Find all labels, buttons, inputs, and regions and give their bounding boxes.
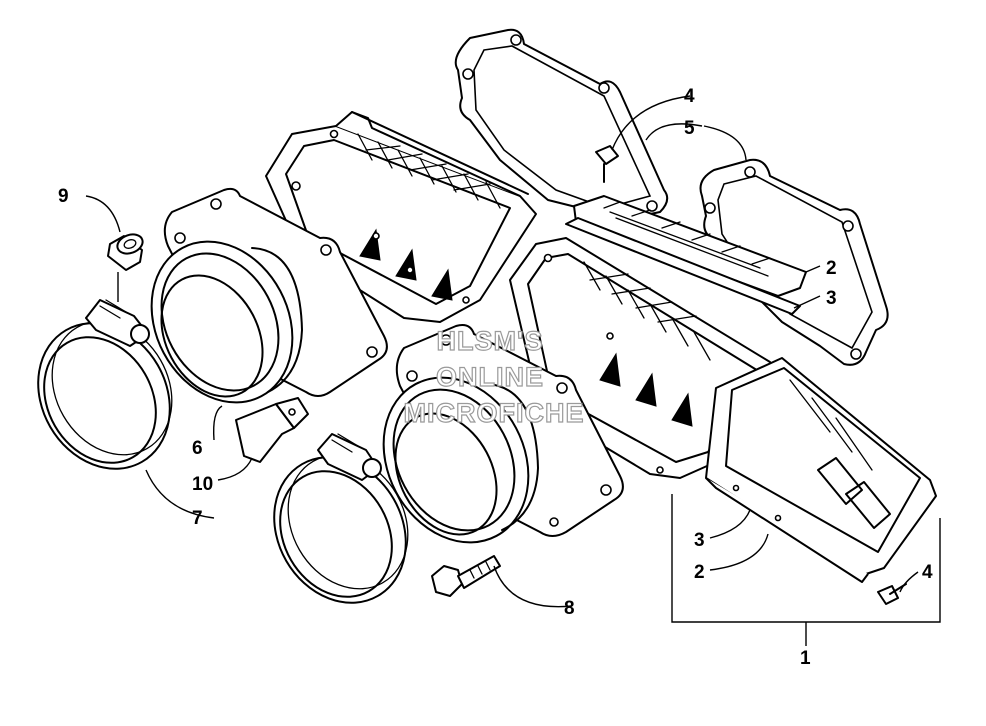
gasket-right [699, 158, 889, 366]
callout-1: 1 [800, 648, 811, 669]
callout-2-upper: 2 [826, 258, 837, 279]
screw-4-upper [595, 145, 619, 183]
reed-petal-lower [705, 357, 937, 583]
callout-5: 5 [684, 118, 695, 139]
clamp-lower [273, 433, 409, 604]
intake-boot-lower [382, 324, 624, 544]
watermark-line-1: HLSM'S [437, 326, 544, 356]
intake-boot-upper [150, 187, 388, 404]
callout-4-upper: 4 [684, 86, 695, 107]
callout-6: 6 [192, 438, 203, 459]
callout-labels: 1 2 3 2 3 4 4 5 6 7 8 9 10 [58, 86, 933, 669]
leader-lines [85, 95, 941, 646]
watermark-line-2: ONLINE [436, 362, 544, 392]
bolt-8 [431, 555, 501, 597]
clamp-upper [37, 299, 173, 470]
callout-3-lower: 3 [694, 530, 705, 551]
callout-3-upper: 3 [826, 288, 837, 309]
watermark: HLSM'S ONLINE MICROFICHE [403, 325, 585, 428]
callout-4-lower: 4 [922, 562, 933, 583]
watermark-line-3: MICROFICHE [404, 398, 585, 428]
reed-petal-upper [565, 195, 807, 315]
gasket-upper [454, 28, 669, 224]
callout-8: 8 [564, 598, 575, 619]
callout-7: 7 [192, 508, 203, 529]
callout-9: 9 [58, 186, 69, 207]
bracket-10 [235, 397, 309, 463]
callout-10: 10 [192, 474, 213, 495]
spacer-9 [107, 233, 144, 271]
callout-2-lower: 2 [694, 562, 705, 583]
